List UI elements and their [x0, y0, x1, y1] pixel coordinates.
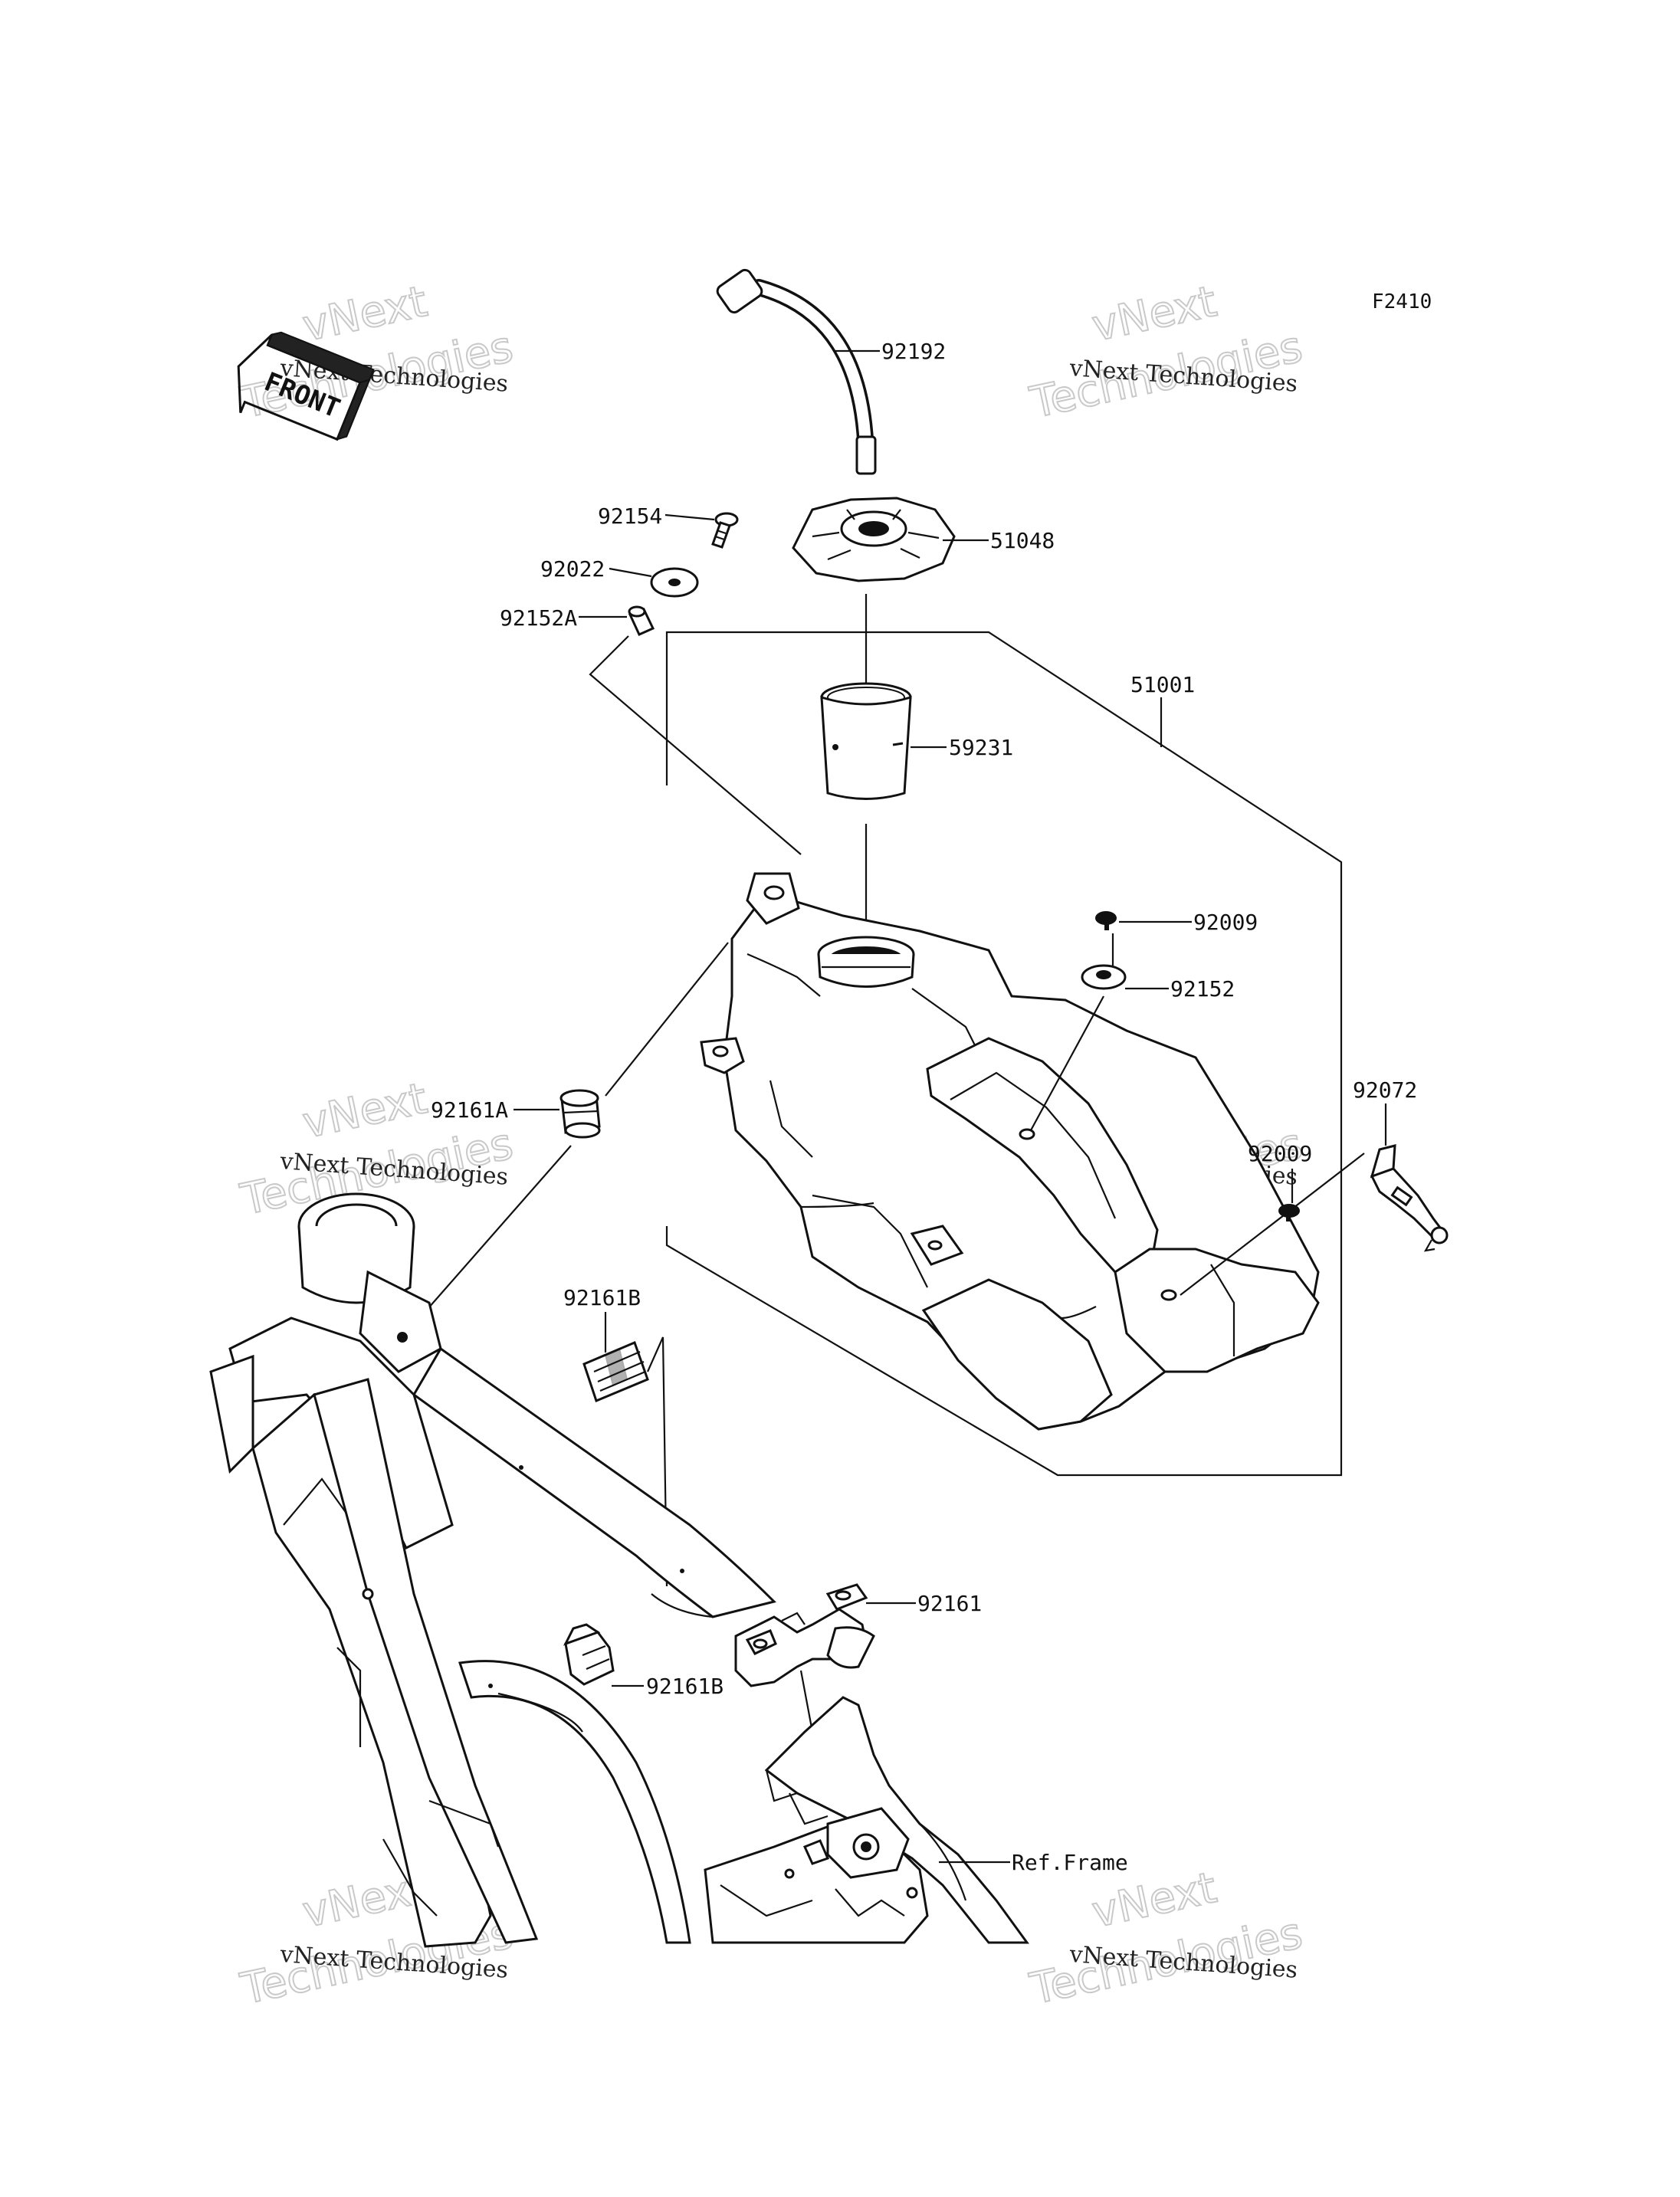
part-label-92161A[interactable]: 92161A [431, 1097, 508, 1123]
leader-92161A-to-frame [405, 1145, 572, 1334]
part-label-92161[interactable]: 92161 [917, 1591, 982, 1616]
part-label-92192[interactable]: 92192 [881, 339, 946, 364]
leader-strap-to-tank [1180, 1153, 1365, 1296]
part-label-92009-lower[interactable]: 92009 [1248, 1141, 1312, 1166]
rear-frame-section [704, 1696, 1029, 1944]
filter-59231 [820, 682, 912, 800]
bolt-92154 [711, 512, 739, 549]
part-label-92152[interactable]: 92152 [1170, 976, 1235, 1002]
washer-92022 [650, 567, 699, 598]
figure-code: F2410 [1372, 290, 1432, 313]
screw-92009-lower [1278, 1204, 1300, 1221]
motorcycle-frame [209, 1192, 776, 1948]
watermark-top-left: vNext Technologies vNext Technologies [235, 276, 517, 429]
collar-92152A [628, 605, 655, 636]
leader-92161-to-frame [799, 1670, 814, 1733]
screw-92009-upper [1095, 911, 1117, 930]
watermark-line1: vNext [298, 277, 431, 352]
watermark-line1: vNext [1088, 277, 1221, 352]
damper-92161B-upper [582, 1340, 649, 1403]
strap-92072 [1370, 1144, 1449, 1252]
watermark-line1: vNext [298, 1074, 431, 1149]
damper-92161B-lower [563, 1623, 615, 1686]
collar-92152 [1081, 964, 1127, 990]
leader-92154 [664, 513, 715, 521]
leader-92022 [609, 567, 652, 578]
watermark-bottom-right: vNext Technologies vNext Technologies [1025, 1862, 1307, 2015]
leader-collar-to-tank [589, 635, 802, 855]
fuel-cap-51048 [792, 497, 956, 582]
part-label-92161B-lower[interactable]: 92161B [646, 1674, 724, 1699]
reference-frame-label[interactable]: Ref.Frame [1012, 1850, 1128, 1875]
part-label-92152A[interactable]: 92152A [500, 605, 577, 631]
damper-92161A [559, 1089, 601, 1139]
leader-92161B-to-frame [646, 1336, 668, 1587]
breather-hose [716, 268, 877, 475]
leader-92161A-to-tank [605, 942, 729, 1097]
damper-92161 [734, 1583, 875, 1687]
part-label-51048[interactable]: 51048 [990, 528, 1055, 553]
leader-92152-to-tank [1030, 995, 1104, 1131]
part-label-92022[interactable]: 92022 [540, 556, 605, 582]
assembly-box-51001 [665, 631, 1343, 1477]
part-label-92154[interactable]: 92154 [598, 503, 662, 529]
part-label-92009-upper[interactable]: 92009 [1193, 910, 1258, 935]
fuel-tank-51001 [700, 872, 1320, 1431]
part-label-59231[interactable]: 59231 [949, 735, 1013, 760]
part-label-51001[interactable]: 51001 [1130, 672, 1195, 697]
part-label-92072[interactable]: 92072 [1353, 1077, 1417, 1103]
part-label-92161B-upper[interactable]: 92161B [563, 1285, 641, 1310]
watermark-top-right: vNext Technologies vNext Technologies [1025, 276, 1307, 429]
